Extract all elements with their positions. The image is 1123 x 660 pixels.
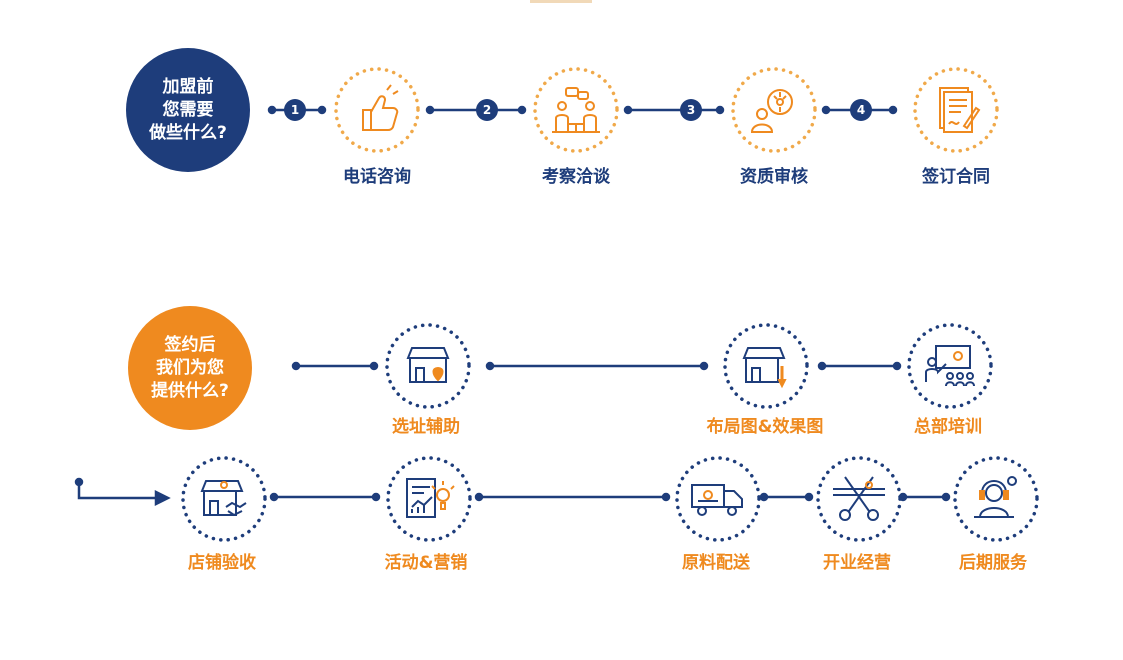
step-label-store-acceptance: 店铺验收 [188,553,256,573]
meeting-icon [532,66,620,154]
store-handshake-icon [180,455,267,542]
step-number-4: 4 [850,99,872,121]
top-decor-bar [530,0,592,3]
store-design-icon [722,322,809,409]
step-label-hq-training: 总部培训 [914,417,982,437]
section1-heading: 加盟前 您需要 做些什么? [126,48,250,172]
step-number-2: 2 [476,99,498,121]
step-label-marketing: 活动&营销 [384,553,468,573]
training-icon [906,322,993,409]
review-icon [730,66,818,154]
contract-icon [912,66,1000,154]
step-label-qualification: 资质审核 [740,167,808,187]
step-label-layout-design: 布局图&效果图 [706,417,824,437]
delivery-truck-icon [674,455,761,542]
section2-heading: 签约后 我们为您 提供什么? [128,306,252,430]
step-number-3: 3 [680,99,702,121]
step-number-1: 1 [284,99,306,121]
customer-service-icon [952,455,1039,542]
step-label-opening: 开业经营 [823,553,891,573]
step-label-site-selection: 选址辅助 [392,417,460,437]
step-label-delivery: 原料配送 [682,553,750,573]
step-label-phone-consult: 电话咨询 [343,167,411,187]
step-label-after-service: 后期服务 [959,553,1027,573]
marketing-icon [385,455,472,542]
step-label-inspection: 考察洽谈 [542,167,610,187]
ribbon-cutting-icon [815,455,902,542]
store-location-icon [384,322,471,409]
thumbs-up-icon [333,66,421,154]
step-label-contract: 签订合同 [922,167,990,187]
